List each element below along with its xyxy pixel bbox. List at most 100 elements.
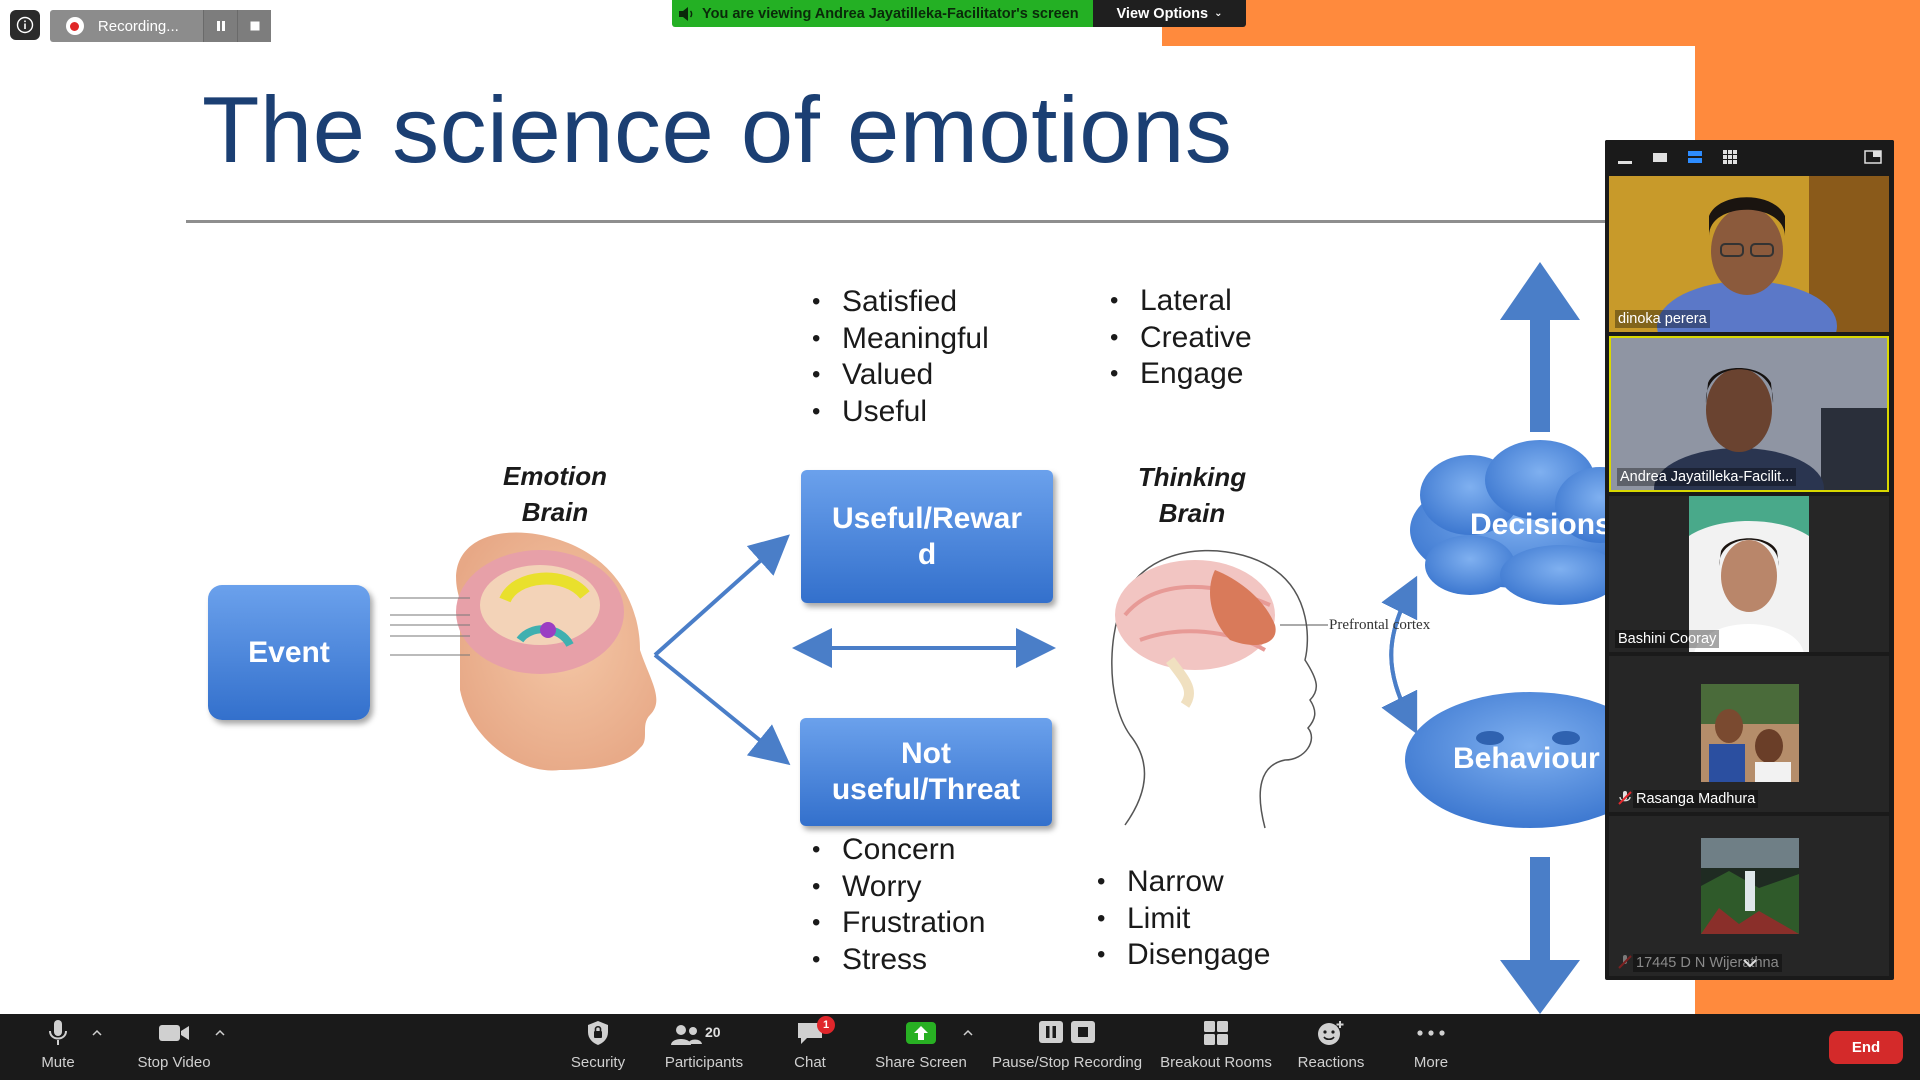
threat-box-line1: Not bbox=[901, 737, 951, 770]
reward-box-line2: d bbox=[917, 537, 937, 571]
thinking-positive-list: Lateral Creative Engage bbox=[1110, 283, 1252, 393]
audio-options-button[interactable] bbox=[90, 1026, 104, 1040]
strip-view-button[interactable] bbox=[1683, 146, 1707, 168]
chat-button[interactable]: 1 Chat bbox=[786, 1014, 835, 1080]
chevron-down-icon: ⌄ bbox=[1214, 8, 1223, 19]
participant-name: Andrea Jayatilleka-Facilit... bbox=[1617, 468, 1797, 486]
list-item: Stress bbox=[812, 942, 985, 979]
list-item: Engage bbox=[1110, 356, 1252, 393]
emotion-brain-illustration bbox=[390, 532, 657, 771]
view-options-label: View Options bbox=[1116, 5, 1209, 22]
share-screen-button[interactable]: Share Screen bbox=[874, 1014, 968, 1080]
record-icon bbox=[66, 17, 84, 35]
participant-video-tile[interactable]: dinoka perera bbox=[1609, 176, 1889, 332]
list-item: Meaningful bbox=[812, 321, 989, 358]
recording-status-text: Recording... bbox=[97, 17, 179, 35]
participant-profile-picture bbox=[1609, 656, 1889, 812]
breakout-rooms-button[interactable]: Breakout Rooms bbox=[1158, 1014, 1274, 1080]
chat-label: Chat bbox=[794, 1054, 826, 1071]
stop-icon bbox=[250, 21, 260, 31]
prefrontal-cortex-label: Prefrontal cortex bbox=[1329, 617, 1431, 633]
list-item: Frustration bbox=[812, 905, 985, 942]
participant-name: 17445 D N Wijerathna bbox=[1633, 954, 1782, 972]
scroll-down-button[interactable] bbox=[1739, 954, 1761, 972]
participant-video-tile[interactable]: Bashini Cooray bbox=[1609, 496, 1889, 652]
list-item: Narrow bbox=[1097, 864, 1270, 901]
breakout-rooms-icon bbox=[1204, 1021, 1228, 1045]
participants-icon bbox=[671, 1025, 702, 1045]
chat-icon bbox=[798, 1023, 822, 1044]
slide-title: The science of emotions bbox=[202, 77, 1233, 182]
list-item: Worry bbox=[812, 869, 985, 906]
list-item: Valued bbox=[812, 357, 989, 394]
grid-icon bbox=[1723, 150, 1737, 164]
event-box: Event bbox=[208, 585, 370, 720]
security-button[interactable]: Security bbox=[566, 1014, 630, 1080]
layout-icon bbox=[1864, 150, 1882, 164]
share-screen-icon bbox=[906, 1022, 936, 1044]
pause-recording-button[interactable] bbox=[203, 10, 238, 42]
chevron-up-icon bbox=[963, 1029, 973, 1036]
participant-name: dinoka perera bbox=[1615, 310, 1710, 328]
muted-microphone-icon bbox=[1618, 791, 1632, 805]
title-divider bbox=[186, 220, 1646, 223]
recording-indicator: Recording... bbox=[50, 10, 272, 42]
pop-out-video-button[interactable] bbox=[1861, 146, 1885, 168]
not-useful-threat-box: Not useful/Threat bbox=[800, 718, 1052, 826]
speaker-view-button[interactable] bbox=[1648, 146, 1672, 168]
stop-recording-button[interactable] bbox=[237, 10, 272, 42]
useful-reward-box: Useful/Rewar d bbox=[801, 470, 1053, 603]
participants-button[interactable]: 20 Participants bbox=[660, 1014, 748, 1080]
list-item: Limit bbox=[1097, 901, 1270, 938]
more-label: More bbox=[1413, 1054, 1449, 1071]
participant-name: Bashini Cooray bbox=[1615, 630, 1720, 648]
video-options-button[interactable] bbox=[213, 1026, 227, 1040]
mute-button[interactable]: Mute bbox=[28, 1014, 88, 1080]
more-dots-icon bbox=[1417, 1030, 1445, 1036]
list-item: Lateral bbox=[1110, 283, 1252, 320]
stop-video-label: Stop Video bbox=[137, 1054, 211, 1071]
reactions-button[interactable]: Reactions bbox=[1294, 1014, 1368, 1080]
end-meeting-button[interactable]: End bbox=[1829, 1031, 1903, 1064]
minimize-icon bbox=[1618, 161, 1632, 164]
pause-stop-recording-button[interactable]: Pause/Stop Recording bbox=[992, 1014, 1142, 1080]
thinking-brain-label-line2: Brain bbox=[1158, 498, 1226, 528]
minimize-video-button[interactable] bbox=[1613, 146, 1637, 168]
list-item: Creative bbox=[1110, 320, 1252, 357]
participant-video-tile[interactable]: Rasanga Madhura bbox=[1609, 656, 1889, 812]
stop-video-button[interactable]: Stop Video bbox=[134, 1014, 214, 1080]
reactions-icon bbox=[1318, 1021, 1344, 1045]
strip-view-icon bbox=[1688, 151, 1702, 163]
chat-unread-badge: 1 bbox=[817, 1016, 835, 1034]
security-label: Security bbox=[570, 1054, 626, 1071]
meeting-info-button[interactable] bbox=[10, 10, 40, 40]
participant-name: Rasanga Madhura bbox=[1633, 790, 1759, 808]
list-item: Disengage bbox=[1097, 937, 1270, 974]
chevron-up-icon bbox=[92, 1029, 102, 1036]
reactions-label: Reactions bbox=[1297, 1054, 1365, 1071]
participant-video-tile-active-speaker[interactable]: Andrea Jayatilleka-Facilit... bbox=[1609, 336, 1889, 492]
thinking-brain-label: Thinking bbox=[1137, 462, 1247, 492]
list-item: Satisfied bbox=[812, 284, 989, 321]
view-options-button[interactable]: View Options ⌄ bbox=[1093, 0, 1246, 27]
diagram-graphics bbox=[390, 262, 1655, 1014]
reward-box-line1: Useful/Rewar bbox=[831, 501, 1023, 535]
chevron-down-icon bbox=[1743, 959, 1757, 968]
gallery-toolbar bbox=[1605, 140, 1894, 174]
behaviour-label: Behaviour bbox=[1453, 742, 1600, 775]
info-icon bbox=[16, 16, 34, 34]
more-button[interactable]: More bbox=[1406, 1014, 1456, 1080]
pause-stop-recording-label: Pause/Stop Recording bbox=[991, 1054, 1143, 1071]
screen-share-banner: You are viewing Andrea Jayatilleka-Facil… bbox=[672, 0, 1093, 27]
decisions-label: Decisions bbox=[1470, 508, 1612, 541]
gallery-view-button[interactable] bbox=[1718, 146, 1742, 168]
list-item: Concern bbox=[812, 832, 985, 869]
behaviour-bubble bbox=[1405, 692, 1655, 828]
share-options-button[interactable] bbox=[961, 1026, 975, 1040]
participant-video-tile[interactable]: 17445 D N Wijerathna bbox=[1609, 816, 1889, 976]
participants-label: Participants bbox=[664, 1054, 744, 1071]
reward-feelings-list: Satisfied Meaningful Valued Useful bbox=[812, 284, 989, 430]
video-camera-icon bbox=[159, 1025, 189, 1041]
pause-icon bbox=[216, 21, 225, 31]
participant-video bbox=[1609, 176, 1889, 332]
